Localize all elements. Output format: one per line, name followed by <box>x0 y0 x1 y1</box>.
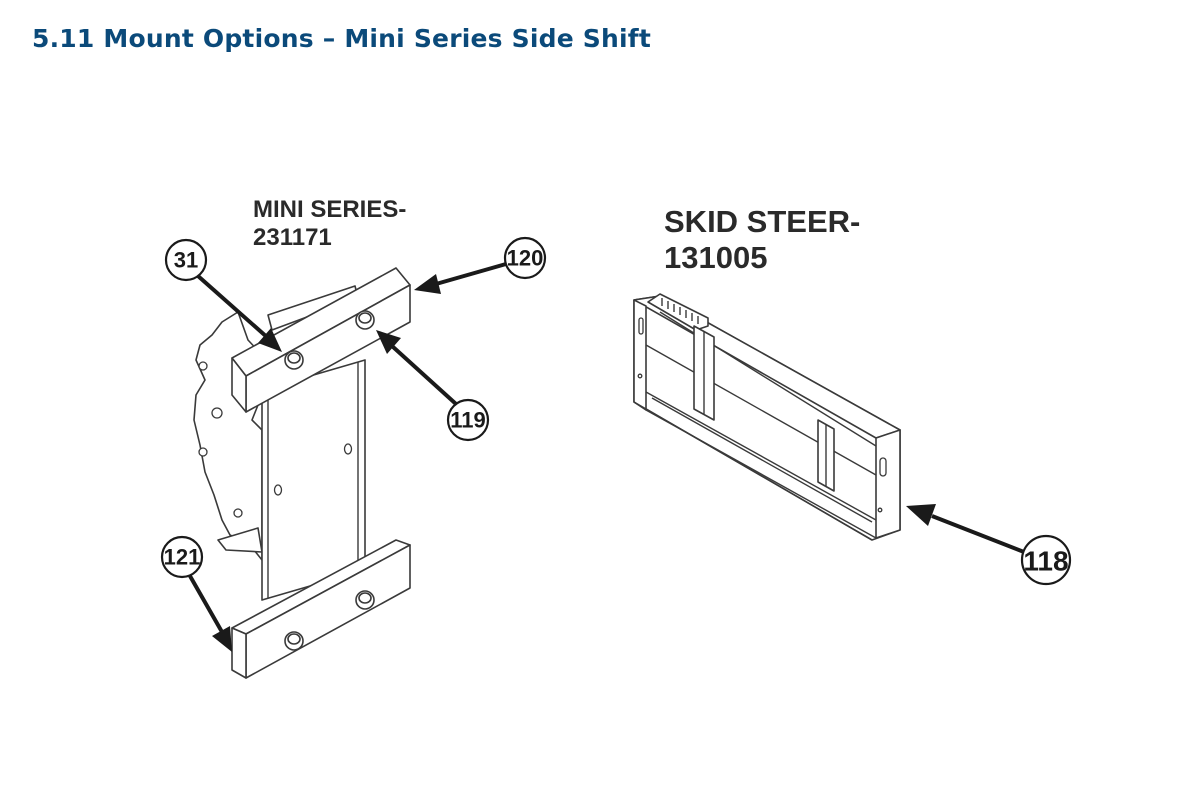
plate-hole <box>343 443 353 455</box>
bracket-hole <box>211 407 223 419</box>
callout-119: 119 <box>376 330 490 442</box>
frame-slot <box>638 317 644 335</box>
bracket-hole <box>198 447 208 457</box>
mini-series-label: MINI SERIES- 231171 <box>253 196 406 251</box>
skid-steer-label: SKID STEER- 131005 <box>664 204 860 275</box>
bolt-head <box>355 590 375 610</box>
callout-118: 118 <box>906 504 1072 586</box>
callout-120: 120 <box>414 236 547 294</box>
skid-steer-part-number: 131005 <box>664 239 768 275</box>
frame-slot <box>879 457 887 477</box>
bracket-hole <box>198 361 208 371</box>
callout-label: 119 <box>450 408 486 433</box>
mini-series-mount <box>193 267 411 679</box>
page-title: 5.11 Mount Options – Mini Series Side Sh… <box>32 24 651 53</box>
callout-label: 31 <box>174 248 198 273</box>
callout-label: 120 <box>507 246 544 271</box>
plate-hole <box>273 484 283 496</box>
vertical-plate <box>261 359 366 601</box>
top-latch-block <box>647 293 709 331</box>
skid-steer-plate <box>633 293 901 541</box>
bracket-hole <box>233 508 243 518</box>
skid-steer-label-line1: SKID STEER- <box>664 204 861 239</box>
callout-label: 121 <box>164 545 201 570</box>
mini-series-part-number: 231171 <box>253 223 332 251</box>
mini-series-label-line1: MINI SERIES- <box>253 196 407 223</box>
callout-label: 118 <box>1023 546 1068 577</box>
bolt-head <box>284 631 304 651</box>
bolt-head <box>284 350 304 370</box>
callout-121: 121 <box>160 535 232 652</box>
callout-31: 31 <box>164 238 282 352</box>
bolt-head <box>355 310 375 330</box>
